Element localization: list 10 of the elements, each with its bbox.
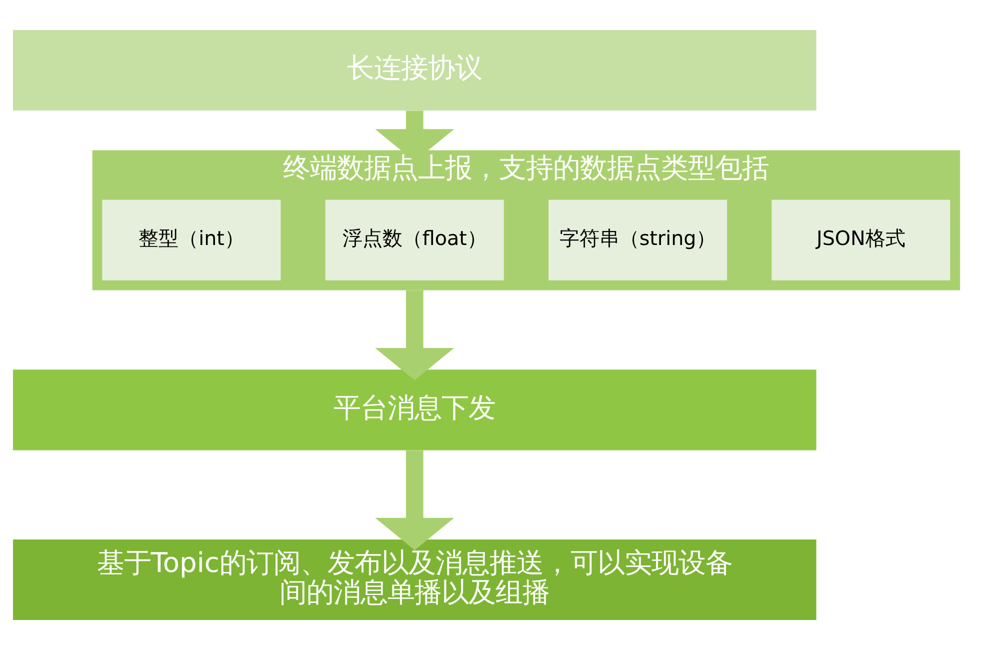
node-box: 基于Topic的订阅、发布以及消息推送，可以实现设备间的消息单播以及组播 xyxy=(13,539,816,620)
node-box: JSON格式 xyxy=(772,200,950,280)
node-box: 字符串（string） xyxy=(548,200,728,280)
arrow xyxy=(375,290,454,380)
node-box: 浮点数（float） xyxy=(325,200,504,280)
node-box: 整型（int） xyxy=(102,200,281,280)
node-box: 平台消息下发 xyxy=(13,370,816,450)
arrow xyxy=(375,110,454,162)
arrow xyxy=(375,450,454,550)
node-box: 长连接协议 xyxy=(13,30,816,111)
